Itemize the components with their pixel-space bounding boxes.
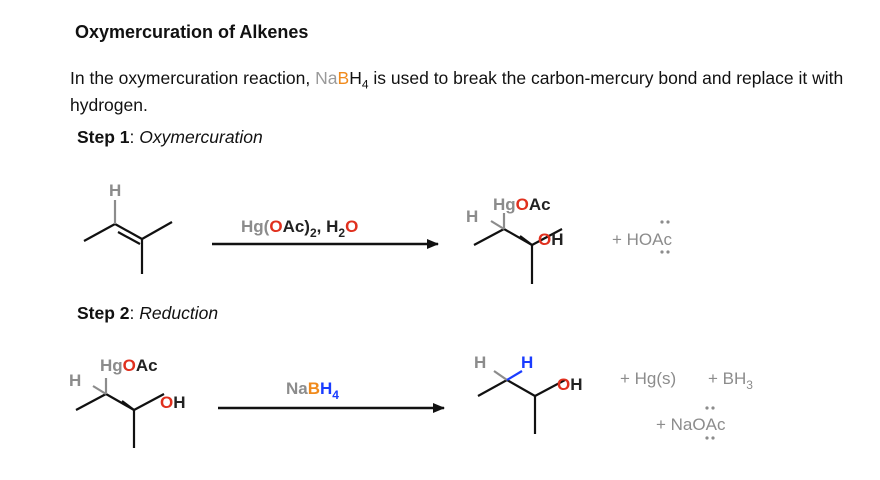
reagent1-ac: Ac) [283, 217, 310, 236]
reagent1-o: O [269, 217, 282, 236]
product2-h-new: H [521, 353, 533, 372]
reagent1-comma-h: , H [317, 217, 339, 236]
reagent2-na: Na [286, 379, 308, 398]
step2-sep: : [129, 303, 140, 323]
reagent1-water-o: O [345, 217, 358, 236]
product1-hg: Hg [493, 195, 516, 214]
step1-sep: : [129, 127, 140, 147]
product2-oh: OH [557, 375, 583, 394]
reactant2-hg: Hg [100, 356, 123, 375]
reactant2-o: O [123, 356, 136, 375]
byproduct-bh3-sub: 3 [746, 378, 753, 392]
alkene-structure [83, 200, 173, 274]
hoac-lone-pairs [660, 220, 670, 254]
step1-name: Oxymercuration [139, 127, 263, 147]
reactant2-ac: Ac [136, 356, 158, 375]
product1-oh-h: H [551, 230, 563, 249]
intro-na: Na [315, 68, 338, 88]
naoac-lone-pairs [705, 406, 715, 440]
reactant2-oh: OH [160, 393, 186, 412]
product1-ac: Ac [529, 195, 551, 214]
product1-h-label: H [466, 207, 478, 226]
reagent2-h: H [320, 379, 332, 398]
intro-text-after: is used to break the carbon-mercury bond… [70, 68, 844, 115]
product1-oh: OH [538, 230, 564, 249]
step1-heading: Step 1: Oxymercuration [77, 127, 263, 148]
product2-oh-o: O [557, 375, 570, 394]
organomercury-product-1 [473, 213, 563, 284]
intro-text-before: In the oxymercuration reaction, [70, 68, 316, 88]
reagent2-sub4: 4 [332, 388, 339, 402]
product1-oh-o: O [538, 230, 551, 249]
reactant2-h-label: H [69, 371, 81, 390]
product1-hgoac: HgOAc [493, 195, 551, 214]
reagent-2: NaBH4 [286, 379, 339, 402]
reactant2-oh-h: H [173, 393, 185, 412]
byproduct-hg: + Hg(s) [620, 369, 676, 388]
step2-name: Reduction [139, 303, 219, 323]
reagent1-hg: Hg( [241, 217, 270, 236]
byproduct-bh3: + BH3 [708, 369, 753, 392]
intro-sub4: 4 [361, 77, 369, 92]
reagent2-b: B [308, 379, 320, 398]
intro-h: H [349, 68, 362, 88]
reagent-1: Hg(OAc)2, H2O [241, 217, 358, 240]
intro-paragraph: In the oxymercuration reaction, NaBH4 is… [70, 68, 850, 115]
intro-boron: B [337, 68, 350, 88]
byproduct-bh: + BH [708, 369, 746, 388]
byproduct-hoac: + HOAc [612, 230, 672, 249]
reactant2-oh-o: O [160, 393, 173, 412]
product1-o: O [516, 195, 529, 214]
alcohol-product [477, 370, 566, 434]
reactant2-hgoac: HgOAc [100, 356, 158, 375]
alkene-h-label: H [109, 181, 121, 200]
reagent1-h2-sub: 2 [338, 226, 345, 240]
step2-label: Step 2 [77, 303, 130, 323]
product2-h-gray: H [474, 353, 486, 372]
organomercury-reactant-2 [75, 378, 165, 448]
reagent1-sub2: 2 [310, 226, 317, 240]
page-title: Oxymercuration of Alkenes [75, 22, 309, 42]
step1-label: Step 1 [77, 127, 130, 147]
product2-oh-h: H [570, 375, 582, 394]
byproduct-naoac: + NaOAc [656, 415, 726, 434]
step2-heading: Step 2: Reduction [77, 303, 218, 324]
